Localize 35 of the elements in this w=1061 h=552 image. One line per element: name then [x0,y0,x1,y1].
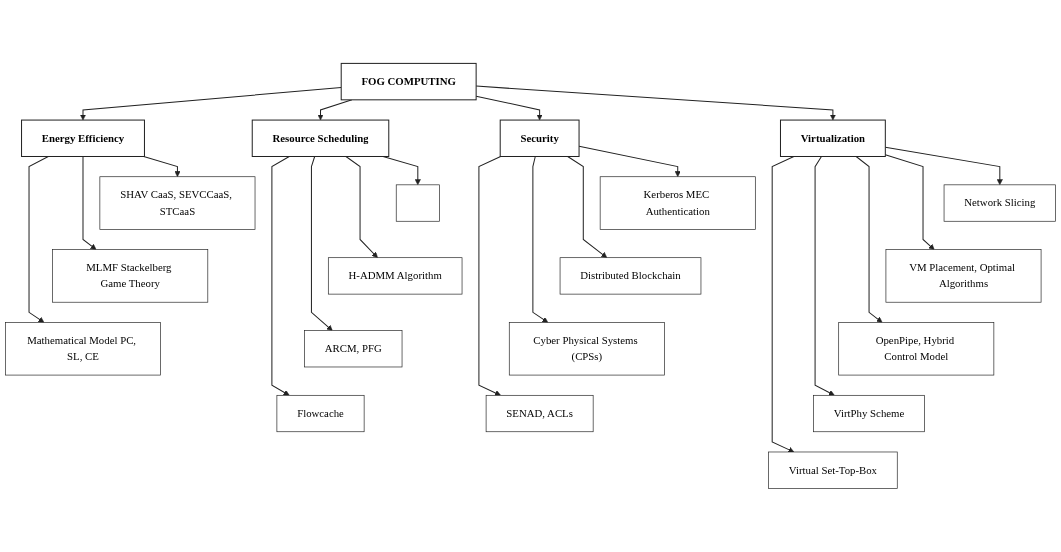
node-box: OpenPipe, Hybrid Control Model [838,322,995,376]
node-box: SHAV CaaS, SEVCCaaS, STCaaS [99,176,256,230]
node-box: Security [499,119,580,158]
node-box: FOG COMPUTING [340,63,477,101]
node-box: Distributed Blockchain [559,257,702,295]
node-box: Mathematical Model PC, SL, CE [5,322,161,376]
node-box: VirtPhy Scheme [813,395,925,433]
node-box: Flowcache [276,395,365,433]
node-box: Virtual Set-Top-Box [768,451,898,489]
arrow [532,156,549,323]
node-box: Cyber Physical Systems (CPSs) [508,322,665,376]
arrow [80,87,342,121]
arrow [567,156,608,259]
arrow [82,156,97,250]
arrow [143,156,181,178]
arrow [855,156,883,323]
arrow [814,156,835,396]
node-box: SENAD, ACLs [485,395,594,433]
node-box: MLMF Stackelberg Game Theory [52,249,209,303]
arrow [317,99,353,121]
node-box: Energy Efficiency [21,119,145,158]
arrow [345,156,378,259]
node-box: Kerberos MEC Authentication [599,176,756,230]
node-box: ARCM, PFG [304,330,403,368]
arrow [271,156,290,396]
node-box: VM Placement, Optimal Algorithms [885,249,1042,303]
node-box [395,184,440,222]
node-box: H-ADMM Algorithm [327,257,463,295]
node-box: Resource Scheduling [251,119,390,158]
node-box: Virtualization [779,119,886,158]
arrow [28,156,49,323]
arrow [310,156,333,331]
node-box: Network Slicing [943,184,1056,222]
arrow [771,156,795,453]
arrow [478,156,502,396]
